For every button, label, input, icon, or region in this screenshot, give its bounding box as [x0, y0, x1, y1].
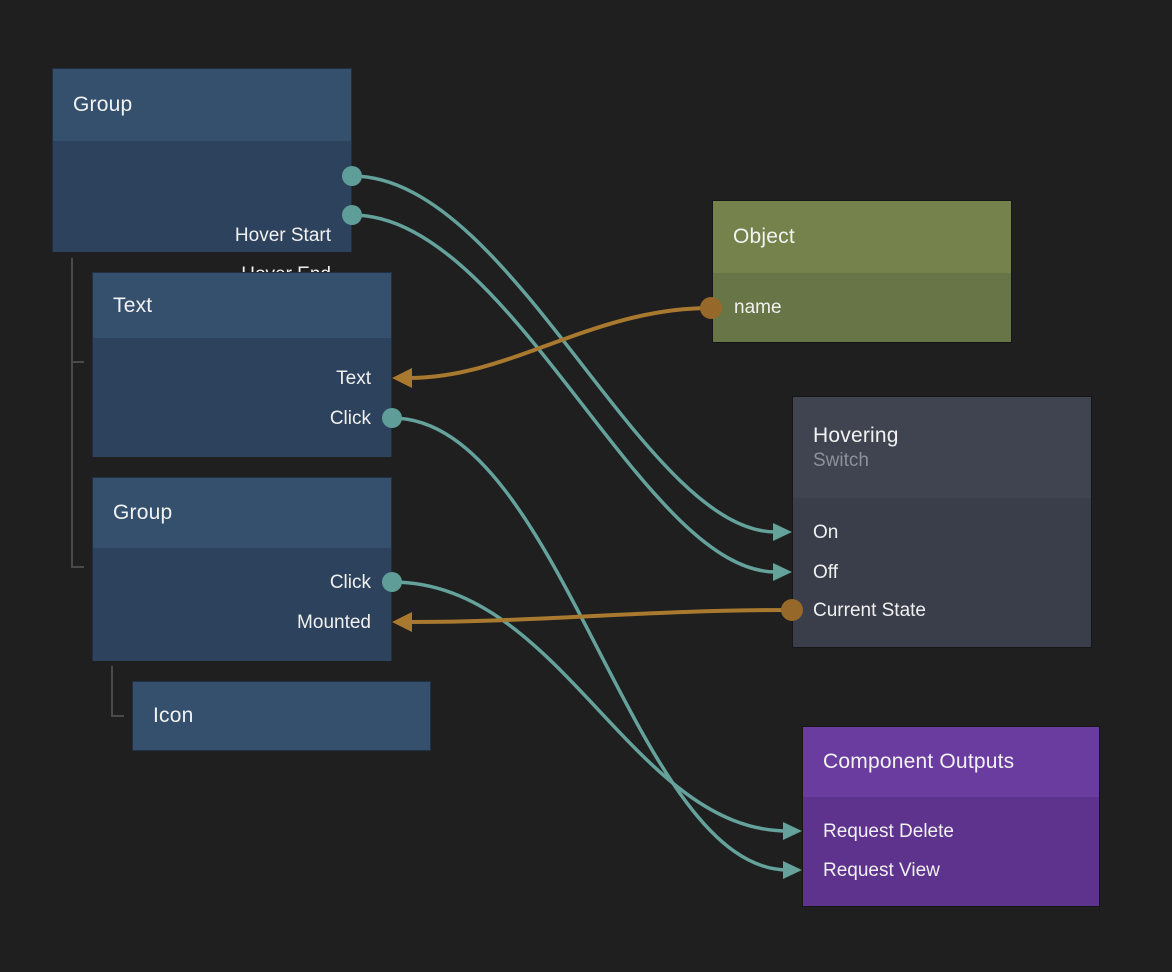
port-arrow-on[interactable]	[773, 523, 792, 541]
wire-currentstate-to-mounted[interactable]	[407, 608, 793, 624]
wire-groupclick-to-requestdelete[interactable]	[391, 580, 789, 833]
node-hovering-body: On Off Current State	[793, 498, 1091, 647]
node-hovering-header: Hovering Switch	[793, 397, 1091, 498]
port-arrow-request-delete[interactable]	[783, 822, 802, 840]
node-text-header: Text	[93, 273, 391, 338]
tree-line-icon	[111, 666, 124, 717]
node-title: Group	[73, 93, 133, 116]
node-title: Group	[113, 501, 173, 524]
port-label-current-state: Current State	[813, 600, 926, 621]
port-arrow-off[interactable]	[773, 563, 792, 581]
node-title: Object	[733, 225, 795, 248]
port-label-on: On	[813, 522, 839, 543]
wire-name-to-text[interactable]	[407, 306, 712, 380]
port-label-off: Off	[813, 562, 838, 583]
node-object[interactable]: Object name	[712, 200, 1012, 343]
tree-line-children	[71, 258, 84, 568]
node-title: Component Outputs	[823, 750, 1015, 773]
node-group-2[interactable]: Group Click Mounted	[92, 477, 392, 661]
port-label-text: Text	[336, 368, 371, 389]
port-arrow-request-view[interactable]	[783, 861, 802, 879]
node-icon[interactable]: Icon	[132, 681, 431, 751]
port-label-hover-start: Hover Start	[234, 225, 331, 246]
port-arrow-text-in[interactable]	[392, 368, 412, 388]
node-object-header: Object	[713, 201, 1011, 273]
node-hovering-switch[interactable]: Hovering Switch On Off Current State	[792, 396, 1092, 648]
node-title: Hovering	[813, 423, 899, 447]
node-group-2-body: Click Mounted	[93, 548, 391, 661]
node-title: Text	[113, 293, 153, 317]
node-title: Icon	[153, 704, 194, 727]
node-component-outputs-body: Request Delete Request View	[803, 797, 1099, 906]
node-icon-header: Icon	[133, 682, 430, 750]
port-label-name: name	[734, 297, 782, 318]
port-label-request-view: Request View	[823, 860, 940, 881]
node-object-body: name	[713, 273, 1011, 342]
node-component-outputs[interactable]: Component Outputs Request Delete Request…	[802, 726, 1100, 907]
port-arrow-mounted[interactable]	[392, 612, 412, 632]
node-component-outputs-header: Component Outputs	[803, 727, 1099, 797]
node-subtitle: Switch	[813, 449, 869, 471]
node-text[interactable]: Text Text Click	[92, 272, 392, 457]
node-group-1[interactable]: Group Hover Start Hover End	[52, 68, 352, 285]
node-text-body: Text Click	[93, 338, 391, 457]
port-label-click: Click	[329, 408, 371, 429]
port-label-mounted: Mounted	[297, 612, 371, 633]
node-group-1-header: Group	[53, 69, 351, 141]
wire-textclick-to-requestview[interactable]	[391, 416, 789, 872]
node-group-2-header: Group	[93, 478, 391, 548]
node-group-1-body: Hover Start Hover End	[53, 141, 351, 285]
port-label-request-delete: Request Delete	[823, 821, 954, 842]
port-label-click: Click	[329, 572, 371, 593]
